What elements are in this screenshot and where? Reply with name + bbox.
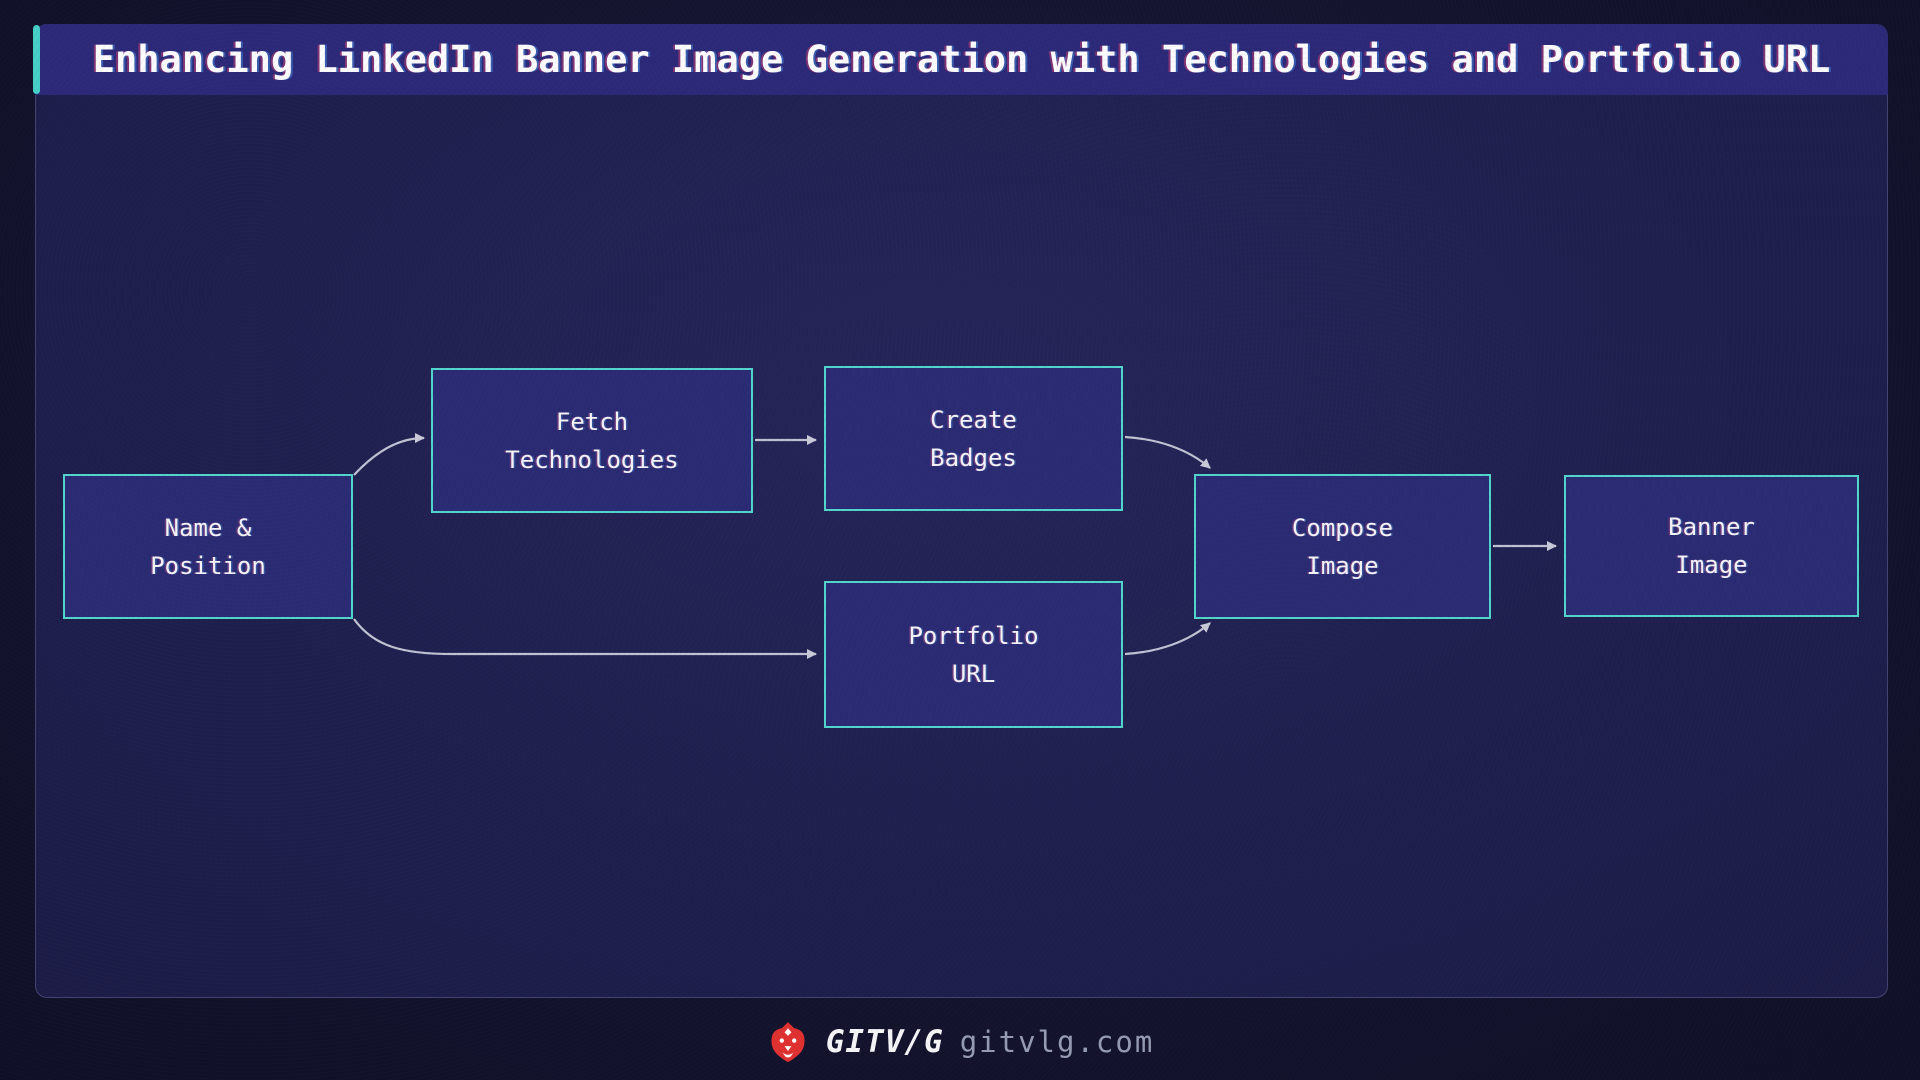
node-fetch-technologies: Fetch Technologies [431,368,753,513]
node-label-line: Compose [1291,513,1394,542]
main-panel: Enhancing LinkedIn Banner Image Generati… [33,24,1888,998]
node-create-badges: Create Badges [824,366,1123,511]
node-label-line: Badges [930,443,1017,472]
edge-name-to-fetch [353,433,425,476]
node-portfolio-url: Portfolio URL [824,581,1123,728]
node-label-line: Create [930,405,1017,434]
title-accent-bar [33,25,40,94]
footer: GITV/G gitvlg.com [0,1012,1920,1072]
node-name-position: Name & Position [63,474,353,619]
flowchart-canvas: Name & Position Fetch Technologies Creat… [36,25,1887,997]
node-compose-image: Compose Image [1194,474,1491,619]
site-domain: gitvlg.com [959,1025,1155,1059]
node-label-line: Position [150,551,266,580]
edge-portfolio-to-compose [1124,622,1211,656]
node-banner-image: Banner Image [1564,475,1859,617]
edge-create-to-compose [1124,435,1211,469]
node-label-line: Image [1306,551,1379,580]
title-bar: Enhancing LinkedIn Banner Image Generati… [33,24,1888,95]
node-label-line: Banner [1668,513,1755,541]
edge-name-to-portfolio [353,618,817,659]
node-label-line: Fetch [555,407,629,436]
node-label-line: Portfolio [908,621,1039,650]
node-label-line: URL [951,659,996,688]
node-label-line: Image [1675,551,1748,579]
page-title: Enhancing LinkedIn Banner Image Generati… [92,38,1831,81]
lion-icon [771,1022,805,1062]
node-label-line: Technologies [505,445,679,474]
node-label-line: Name & [164,513,252,542]
brand-name: GITV/G [825,1024,944,1060]
